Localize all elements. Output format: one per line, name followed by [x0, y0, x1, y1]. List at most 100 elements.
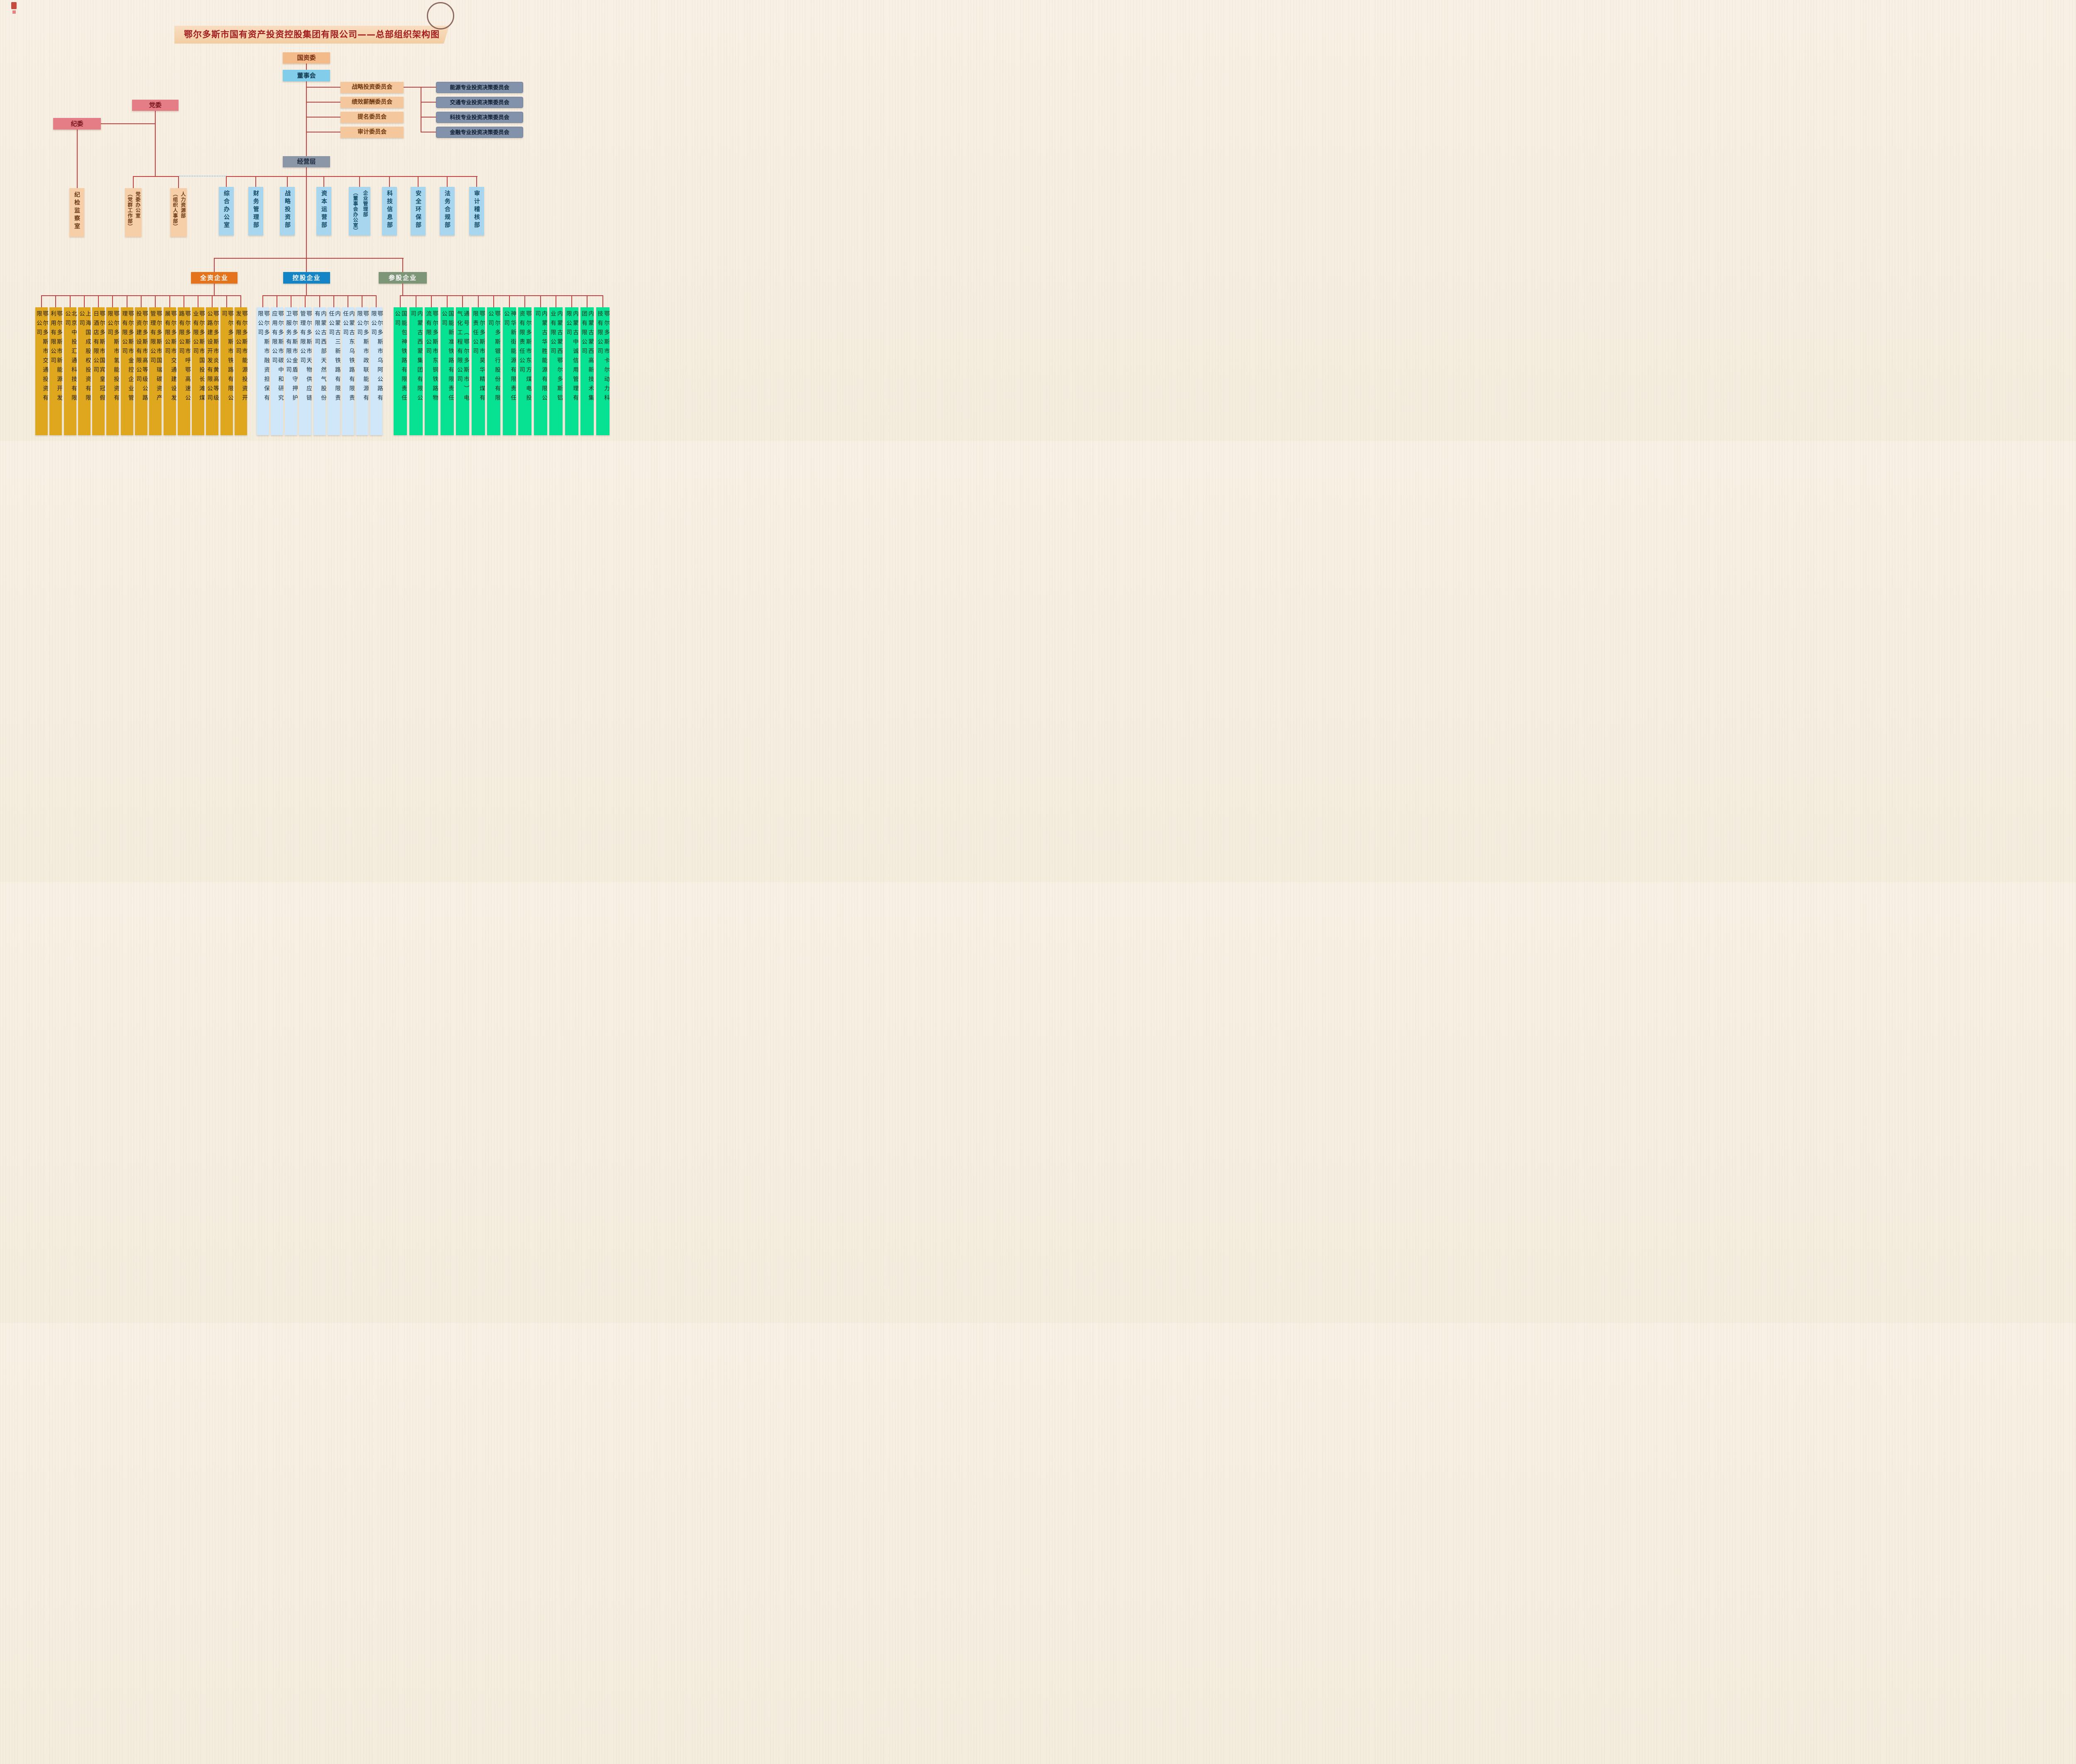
company-name: 鄂尔多斯市天物供应链管理有限公司	[299, 311, 312, 404]
connector-line	[133, 176, 134, 188]
connector-line	[389, 176, 390, 187]
connector-line	[41, 295, 42, 307]
connector-line	[306, 167, 307, 259]
company-box: 神华新街能源有限责任公司	[503, 307, 516, 435]
company-name: 神华新街能源有限责任公司	[503, 311, 516, 404]
connector-line	[418, 176, 419, 187]
department-box: 科技信息部	[382, 187, 397, 235]
company-name: 鄂尔多斯市国投长滩煤业有限公司	[192, 311, 205, 404]
connector-line	[169, 295, 170, 307]
company-name: 鄂尔多斯市金盾守押护卫服务有限公司	[285, 311, 298, 404]
company-name: 鄂尔多斯市乌阿公路有限公司	[370, 311, 383, 404]
company-box: 通号（鄂尔多斯市）电气化工程有限公司	[456, 307, 469, 435]
connector-line	[462, 295, 463, 307]
org-node-guoziwei: 国资委	[283, 52, 330, 64]
company-box: 内蒙古华胜能源有限公司	[534, 307, 547, 435]
company-box: 鄂尔多斯市金盾守押护卫服务有限公司	[285, 307, 298, 435]
connector-line	[214, 258, 215, 272]
company-name: 鄂尔多斯市交通建设发展有限公司	[164, 311, 176, 404]
connector-line	[319, 295, 320, 307]
company-box: 鄂尔多斯市铁路有限公司	[220, 307, 233, 435]
company-name: 内蒙古蒙西鄂尔多斯铝业有限公司	[549, 311, 563, 404]
company-name: 鄂尔多斯市东铜铁路物流有限公司	[425, 311, 438, 404]
company-name: 鄂尔多斯市能源投资开发有限公司	[235, 311, 247, 404]
company-box: 内蒙古蒙西鄂尔多斯铝业有限公司	[549, 307, 563, 435]
company-name: 鄂尔多斯市呼鄂高速公路有限公司	[178, 311, 191, 404]
company-box: 鄂尔多斯市乌阿公路有限公司	[370, 307, 383, 435]
company-name: 国能新准铁路有限责任公司	[441, 311, 454, 404]
connector-line	[323, 176, 324, 187]
company-box: 鄂尔多斯市能源投资开发有限公司	[235, 307, 247, 435]
company-name: 内蒙古华胜能源有限公司	[534, 311, 547, 404]
company-name: 内蒙古蒙西高新技术集团有限公司	[580, 311, 594, 404]
company-box: 鄂尔多斯市高等级公路投资建设有限公司	[135, 307, 148, 435]
connector-line	[287, 176, 288, 187]
company-box: 鄂尔多斯市国投长滩煤业有限公司	[192, 307, 205, 435]
company-box: 国能新准铁路有限责任公司	[441, 307, 454, 435]
company-box: 鄂尔多斯市国瑞碳资产管理有限公司	[149, 307, 162, 435]
connector-line	[306, 284, 307, 296]
company-name: 鄂尔多斯市交通投资有限公司	[35, 311, 48, 404]
department-box: 财务管理部	[248, 187, 263, 235]
connector-line	[307, 102, 340, 103]
org-node-dongshihui: 董事会	[283, 70, 330, 81]
company-box: 鄂尔多斯市碳中和研究应用有限公司	[271, 307, 284, 435]
connector-line	[571, 295, 572, 307]
company-box: 国能包神铁路有限责任公司	[394, 307, 407, 435]
company-box: 鄂尔多斯市东方煤电投资有限责任公司	[518, 307, 531, 435]
connector-line	[587, 295, 588, 307]
connector-line	[402, 258, 403, 272]
connector-line	[240, 295, 241, 307]
connector-line	[226, 176, 227, 187]
company-name: 鄂尔多斯市炎黄高等级公路建设开发有限公司	[206, 311, 219, 404]
company-box: 鄂尔多斯市交通投资有限公司	[35, 307, 48, 435]
company-name: 鄂尔多斯市国瑞碳资产管理有限公司	[149, 311, 162, 404]
company-box: 鄂尔多斯市政联能源有限公司	[356, 307, 369, 435]
company-box: 内蒙古三新铁路有限责任公司	[328, 307, 340, 435]
connector-line	[306, 64, 307, 70]
org-node-dangwei: 党委	[132, 100, 179, 111]
company-name: 通号（鄂尔多斯市）电气化工程有限公司	[456, 311, 469, 404]
company-name: 内蒙古西部天然气股份有限公司	[313, 311, 326, 404]
connector-line	[307, 87, 340, 88]
connector-line	[447, 295, 448, 307]
company-box: 北京中投汇通科技有限公司	[64, 307, 77, 435]
connector-line	[447, 176, 448, 187]
connector-line	[255, 176, 256, 187]
connector-line	[602, 295, 603, 307]
connector-line	[101, 123, 156, 124]
connector-line	[55, 295, 56, 307]
company-box: 鄂尔多斯市新能源开发利用有限公司	[49, 307, 62, 435]
connector-line	[70, 295, 71, 307]
connector-line	[226, 295, 227, 307]
connector-line	[214, 258, 404, 259]
company-name: 鄂尔多斯市碳中和研究应用有限公司	[271, 311, 284, 404]
connector-line	[155, 295, 156, 307]
connector-line	[359, 176, 360, 187]
ring-decoration	[427, 2, 454, 29]
connector-line	[431, 295, 432, 307]
company-name: 鄂尔多斯银行股份有限公司	[487, 311, 500, 404]
decision-committee-box: 能源专业投资决策委员会	[436, 82, 523, 93]
connector-line	[524, 295, 525, 307]
connector-line	[305, 295, 306, 307]
company-box: 上海国成股权投资有限公司	[78, 307, 91, 435]
connector-line	[178, 176, 179, 188]
company-name: 上海国成股权投资有限公司	[78, 311, 91, 404]
connector-line	[493, 295, 494, 307]
committee-box: 提名委员会	[340, 112, 404, 123]
committee-box: 战略投资委员会	[340, 82, 404, 93]
decision-committee-box: 金融专业投资决策委员会	[436, 127, 523, 138]
connector-line	[84, 295, 85, 307]
company-box: 鄂尔多斯市炎黄高等级公路建设开发有限公司	[206, 307, 219, 435]
committee-box: 审计委员会	[340, 127, 404, 138]
department-box: 战略投资部	[280, 187, 295, 235]
connector-line	[476, 176, 477, 187]
connector-line	[421, 117, 436, 118]
company-name: 内蒙古中诚信用管理有限公司	[565, 311, 578, 404]
org-node-jingyingceng: 经营层	[283, 156, 330, 167]
company-box: 鄂尔多斯市卡尔动力科技有限公司	[596, 307, 610, 435]
department-box: 法务合规部	[440, 187, 455, 235]
company-name: 鄂尔多斯市氢能投资有限公司	[106, 311, 119, 404]
party-department-box: 党委办公室 （党群工作部）	[125, 188, 142, 237]
